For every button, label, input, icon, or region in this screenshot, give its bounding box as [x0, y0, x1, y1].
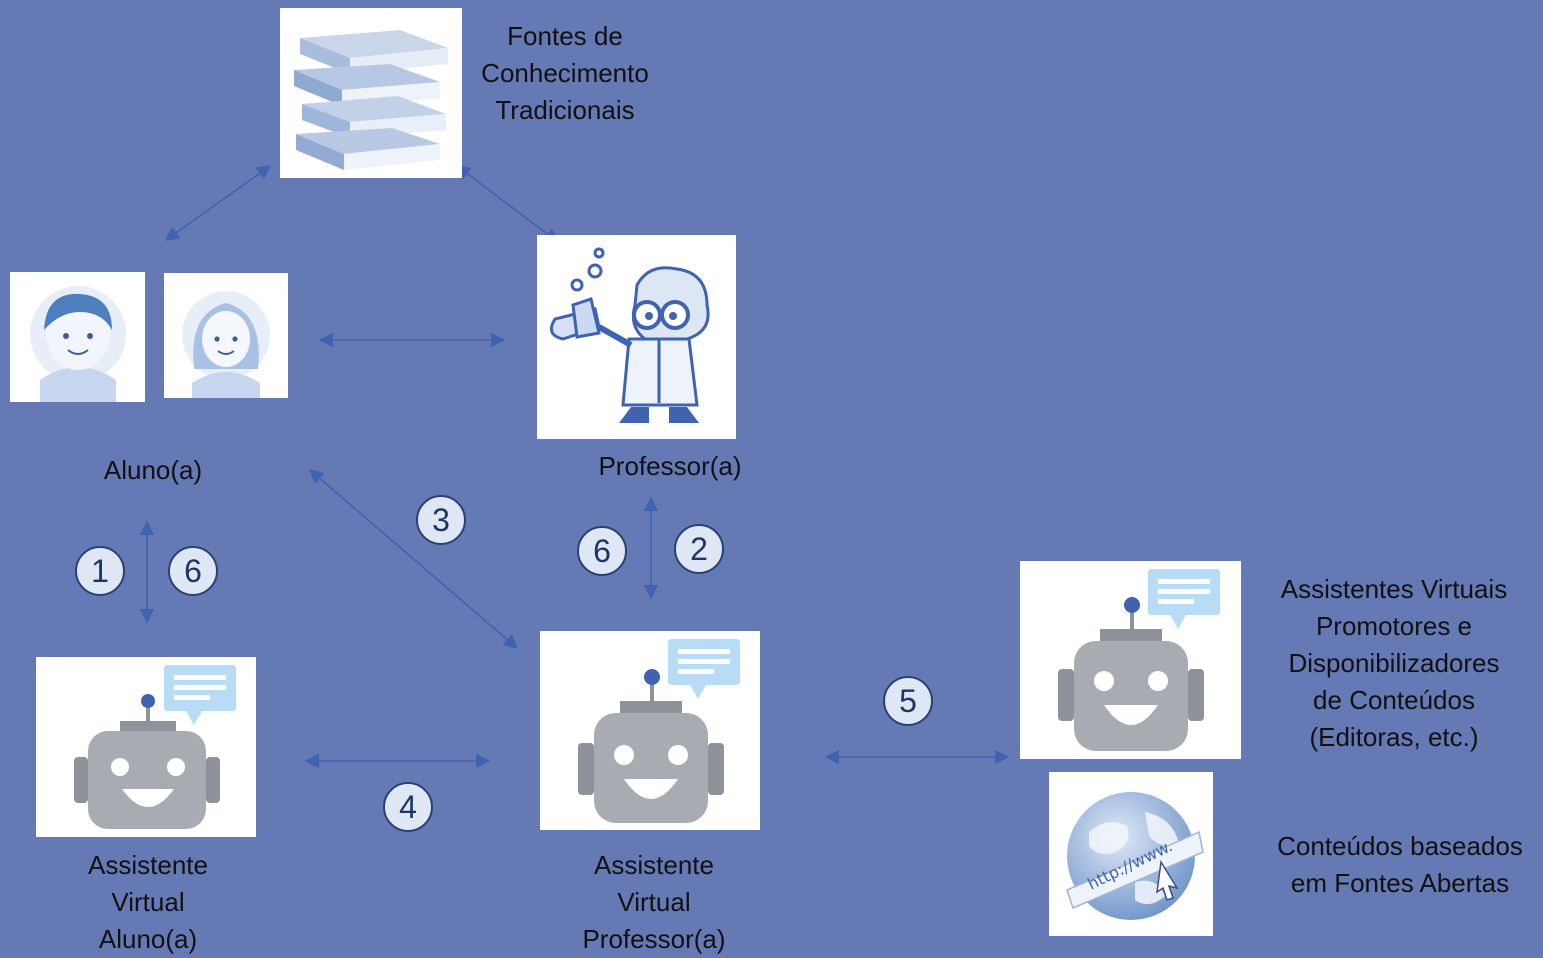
- open-sources-label-line: em Fontes Abertas: [1290, 868, 1510, 898]
- books-label-line: Fontes de: [507, 21, 623, 51]
- assistant-teacher-label-line: Virtual: [617, 887, 691, 917]
- open-sources-label-line: Conteúdos baseados: [1277, 831, 1523, 861]
- student-label-line: Aluno(a): [103, 455, 203, 485]
- assistant-teacher-tile: [540, 631, 760, 830]
- assistant-teacher-label-line: Professor(a): [582, 924, 726, 954]
- publisher-assistants-label-line: Promotores e: [1315, 611, 1473, 641]
- books-label: Fontes de Conhecimento Tradicionais: [455, 18, 675, 129]
- open-sources-label: Conteúdos baseados em Fontes Abertas: [1262, 828, 1538, 902]
- assistant-student-label-line: Aluno(a): [98, 924, 198, 954]
- publisher-assistants-label-line: de Conteúdos: [1313, 685, 1475, 715]
- student-label: Aluno(a): [73, 452, 233, 489]
- publisher-assistants-label-line: (Editoras, etc.): [1309, 722, 1479, 752]
- arrow-books-student: [164, 165, 272, 241]
- publisher-assistants-label-line: Disponibilizadores: [1288, 648, 1500, 678]
- books-icon: [294, 30, 448, 170]
- assistant-teacher-label: Assistente Virtual Professor(a): [554, 847, 754, 958]
- www-globe-icon: http://www.: [1066, 792, 1204, 920]
- arrow-student-assistant-teacher: [308, 469, 519, 649]
- assistant-student-label-line: Virtual: [111, 887, 185, 917]
- assistant-student-label-line: Assistente: [88, 850, 208, 880]
- books-label-line: Tradicionais: [495, 95, 635, 125]
- girl-avatar-tile: [164, 273, 288, 398]
- publisher-assistants-tile: [1020, 561, 1241, 759]
- assistant-student-label: Assistente Virtual Aluno(a): [48, 847, 248, 958]
- assistant-student-tile: [36, 657, 256, 837]
- chatbot-icon: [578, 639, 740, 823]
- step-badge-6-right: 6: [577, 526, 627, 576]
- teacher-label-line: Professor(a): [598, 451, 742, 481]
- scientist-icon: [549, 247, 710, 423]
- step-badge-2: 2: [674, 524, 724, 574]
- teacher-tile: [537, 235, 736, 439]
- boy-avatar-icon: [30, 286, 126, 402]
- step-badge-5: 5: [883, 676, 933, 726]
- assistant-teacher-label-line: Assistente: [594, 850, 714, 880]
- books-tile: [280, 8, 462, 178]
- arrow-books-teacher: [455, 165, 560, 243]
- chatbot-icon: [1058, 569, 1220, 751]
- step-badge-1: 1: [75, 546, 125, 596]
- girl-avatar-icon: [182, 291, 270, 398]
- boy-avatar-tile: [10, 272, 145, 402]
- step-badge-6-left: 6: [168, 546, 218, 596]
- publisher-assistants-label-line: Assistentes Virtuais: [1280, 574, 1508, 604]
- open-sources-tile: http://www.: [1049, 772, 1213, 936]
- step-badge-3: 3: [416, 495, 466, 545]
- chatbot-icon: [74, 665, 236, 829]
- teacher-label: Professor(a): [580, 448, 760, 485]
- publisher-assistants-label: Assistentes Virtuais Promotores e Dispon…: [1255, 571, 1533, 756]
- books-label-line: Conhecimento: [481, 58, 649, 88]
- step-badge-4: 4: [383, 782, 433, 832]
